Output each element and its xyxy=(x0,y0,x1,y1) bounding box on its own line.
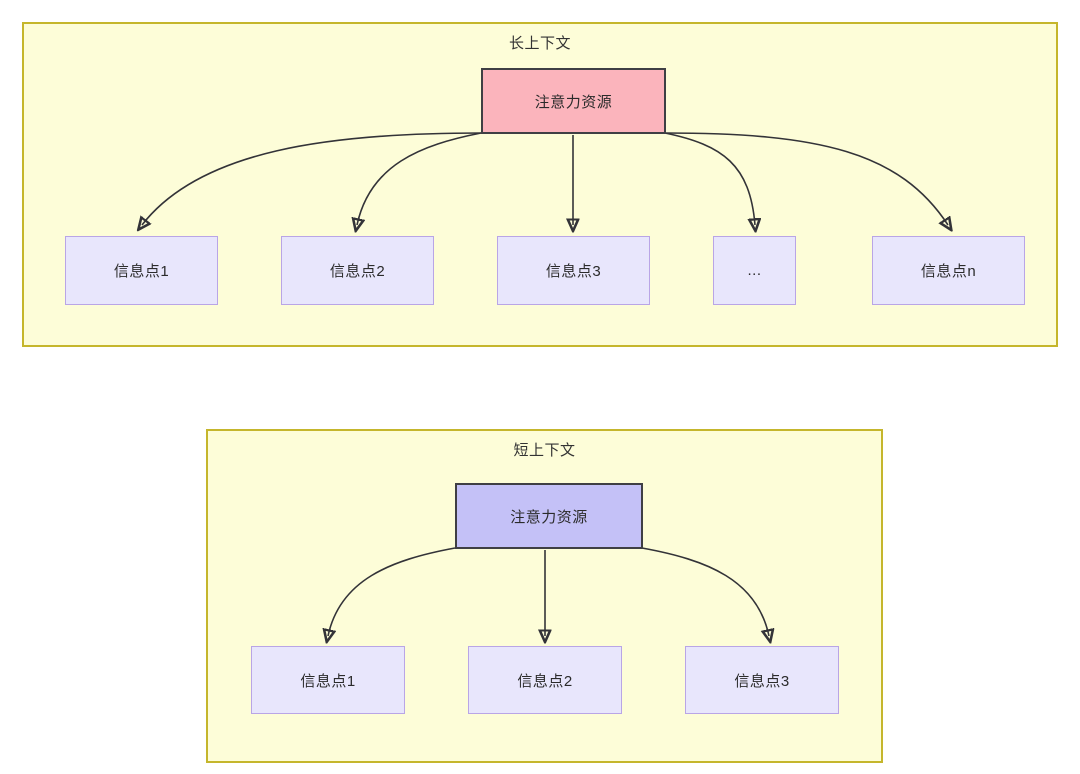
node-info-point-long-n[interactable]: 信息点n xyxy=(872,236,1025,305)
node-info-point-long-ellipsis[interactable]: ... xyxy=(713,236,796,305)
node-info-point-long-3[interactable]: 信息点3 xyxy=(497,236,650,305)
node-attention-resource-short[interactable]: 注意力资源 xyxy=(455,483,643,549)
node-label: 信息点2 xyxy=(517,672,573,690)
node-label: 信息点2 xyxy=(329,263,386,280)
group-short-context-title: 短上下文 xyxy=(513,442,576,459)
node-info-point-short-3[interactable]: 信息点3 xyxy=(685,646,839,714)
node-label: ... xyxy=(747,262,762,279)
node-label: 注意力资源 xyxy=(534,93,613,111)
node-info-point-long-2[interactable]: 信息点2 xyxy=(281,236,434,305)
node-label: 信息点3 xyxy=(545,263,602,280)
node-info-point-short-2[interactable]: 信息点2 xyxy=(468,646,622,714)
node-info-point-short-1[interactable]: 信息点1 xyxy=(251,646,405,714)
group-long-context-title: 长上下文 xyxy=(508,35,571,52)
node-info-point-long-1[interactable]: 信息点1 xyxy=(65,236,218,305)
node-attention-resource-long[interactable]: 注意力资源 xyxy=(481,68,666,134)
node-label: 信息点3 xyxy=(734,672,790,690)
node-label: 信息点1 xyxy=(113,263,170,280)
node-label: 信息点n xyxy=(920,263,977,280)
node-label: 注意力资源 xyxy=(510,508,588,526)
node-label: 信息点1 xyxy=(300,672,356,690)
